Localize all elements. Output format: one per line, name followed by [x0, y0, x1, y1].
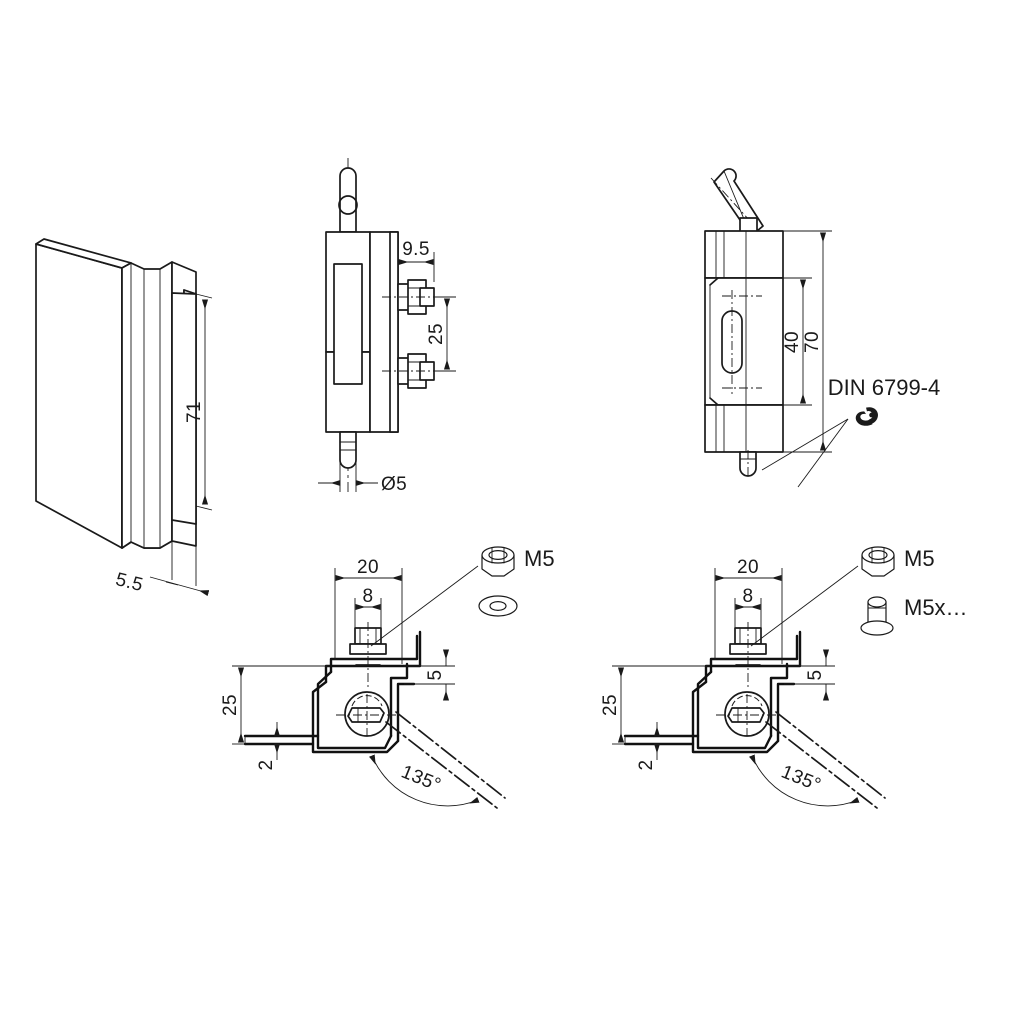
- front-dimension-25: 25: [426, 323, 447, 345]
- detail-left-dim-2: 2: [256, 722, 281, 771]
- detail-right-bolt: [729, 622, 767, 690]
- detail-left-nut-label: M5: [524, 546, 555, 571]
- din-leader-line: [761, 418, 849, 471]
- detail-right-dimension-angle: 135°: [778, 762, 824, 797]
- iso-dim-5-5: 5.5: [113, 541, 210, 596]
- detail-left-hardware-nut: M5: [481, 546, 555, 577]
- detail-right-dimension-20: 20: [737, 557, 759, 578]
- detail-right-dim-5: 5: [784, 649, 835, 701]
- detail-left-dim-5: 5: [404, 649, 455, 701]
- detail-left-dimension-20: 20: [357, 557, 379, 578]
- front-dim-dia5: Ø5: [318, 460, 407, 495]
- detail-right-dim-25: 25: [600, 665, 710, 745]
- isometric-view: 71 5.5: [35, 238, 213, 596]
- detail-right-hardware-screw: M5x…: [860, 595, 968, 636]
- din-standard-callout: DIN 6799-4: [761, 375, 941, 488]
- detail-right-screw-label: M5x…: [904, 595, 968, 620]
- detail-right-bracket: [623, 630, 802, 754]
- detail-right-hardware-nut: M5: [861, 546, 935, 577]
- detail-right-open-position: [765, 721, 878, 809]
- side-dimension-40: 40: [782, 331, 803, 353]
- detail-left-dim-20: 20: [334, 557, 403, 664]
- side-pin-stub: [739, 450, 757, 478]
- side-dim-70: 70: [783, 230, 832, 453]
- din-leader-line-2: [797, 418, 849, 488]
- detail-right-hardware-leader: [750, 565, 859, 647]
- detail-right-nut-label: M5: [904, 546, 935, 571]
- iso-dimension-thickness: 5.5: [113, 569, 145, 596]
- detail-left-bolt: [349, 622, 387, 690]
- front-hinge-pin-top: [338, 167, 358, 233]
- side-upper-knuckle: [704, 230, 784, 279]
- detail-left-dimension-8: 8: [363, 586, 374, 607]
- detail-left-hardware-washer: [478, 595, 518, 617]
- side-dimension-70: 70: [802, 331, 823, 353]
- front-view: 9.5 25 Ø5: [318, 158, 456, 495]
- side-dim-40: 40: [782, 277, 812, 406]
- detail-left-dimension-angle: 135°: [398, 762, 444, 797]
- detail-right-dim-8: 8: [734, 586, 762, 628]
- detail-right-dimension-5: 5: [805, 670, 826, 681]
- iso-dim-71: 71: [184, 293, 213, 511]
- din-standard-label: DIN 6799-4: [828, 375, 941, 400]
- front-bolt-lower: [382, 353, 444, 389]
- front-dim-25: 25: [426, 296, 456, 372]
- front-bolt-upper: [382, 279, 444, 315]
- front-hinge-pin-bottom: [339, 431, 357, 469]
- side-main-body: [704, 277, 784, 406]
- front-hinge-knuckles: [325, 231, 371, 433]
- iso-dimension-height: 71: [184, 401, 205, 423]
- front-dimension-diameter: Ø5: [381, 474, 407, 495]
- detail-left-open-position: [385, 721, 498, 809]
- iso-hinge-body: [35, 238, 197, 549]
- detail-left-dimension-5: 5: [425, 670, 446, 681]
- front-dim-9-5: 9.5: [397, 239, 435, 282]
- detail-left-hardware-leader: [370, 565, 479, 647]
- front-dimension-9-5: 9.5: [402, 239, 430, 260]
- front-hinge-leaf: [369, 231, 399, 433]
- detail-left-dimension-2: 2: [256, 760, 277, 771]
- detail-right-dimension-25: 25: [600, 694, 621, 716]
- detail-left-bracket: [243, 630, 422, 754]
- side-lower-knuckle: [704, 404, 784, 453]
- detail-right-dimension-8: 8: [743, 586, 754, 607]
- retaining-ring-icon: [855, 407, 878, 426]
- detail-view-left: 20 8 25 5: [220, 546, 555, 809]
- detail-right-dim-2: 2: [636, 722, 661, 771]
- detail-left-dim-25: 25: [220, 665, 330, 745]
- detail-view-right: 20 8 25 5: [600, 546, 968, 809]
- detail-right-dim-20: 20: [714, 557, 783, 664]
- side-view: 40 70 DIN 6799-4: [704, 168, 941, 488]
- detail-right-dimension-2: 2: [636, 760, 657, 771]
- detail-left-dim-8: 8: [354, 586, 382, 628]
- detail-left-dimension-25: 25: [220, 694, 241, 716]
